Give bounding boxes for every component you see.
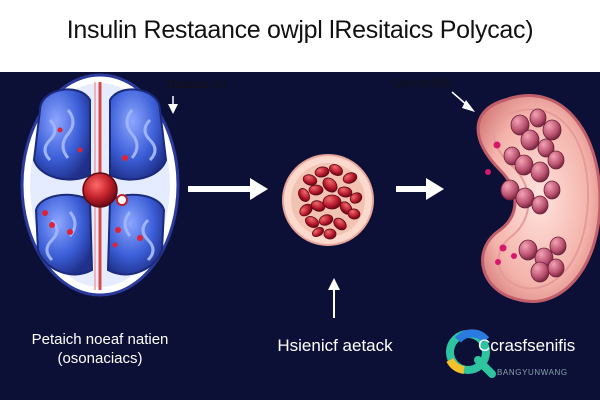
callout-left: Dsapcic lo) [167,77,227,91]
red-cell [322,194,342,210]
callout-arrows [168,91,475,114]
callout-right: Cnccer(00) [393,76,453,90]
red-cell [329,164,343,176]
follicle [514,154,534,176]
left-organ-illustration [20,73,180,297]
follicle [530,261,550,283]
ovary-illustration [476,94,600,303]
red-cell [323,228,337,240]
follicle [530,161,550,183]
red-cell [305,216,319,228]
follicle [518,239,538,261]
label-left-line2: (osonaciacs) [57,350,143,367]
follicle [543,180,561,200]
arrow-2 [396,178,444,200]
red-cell [298,188,310,202]
follicle [542,119,562,141]
follicle [520,129,540,151]
red-cell [302,174,318,186]
follicle [531,195,549,215]
label-middle: Hsienicf aetack [277,336,393,355]
follicle [515,187,535,209]
red-cell [349,192,363,204]
red-cell [318,214,334,226]
follicle [547,150,565,170]
red-cell [333,217,347,231]
arrow-1 [188,178,268,200]
follicle [510,114,530,136]
red-cell [308,184,324,196]
follicle [529,108,547,128]
label-right: Ccrasfsenifis [478,336,576,355]
red-cell [342,172,358,184]
title-bar [0,0,600,72]
red-cell [312,227,324,237]
page-title: Insulin Restaance owjpl lResitaics Polyc… [66,16,534,44]
middle-cell-illustration [282,154,374,246]
label-left-line1: Petaich noeaf natien [31,331,169,348]
red-cell [337,186,353,198]
follicle [547,258,565,278]
red-cell [347,208,361,220]
red-cell [322,177,338,193]
follicle [549,236,567,256]
red-cell [314,166,330,178]
red-cell [310,200,326,212]
follicle [537,138,555,158]
watermark-text: BANGYUNWANG [497,368,568,377]
watermark-logo [446,329,496,378]
arrow-up [328,278,340,318]
